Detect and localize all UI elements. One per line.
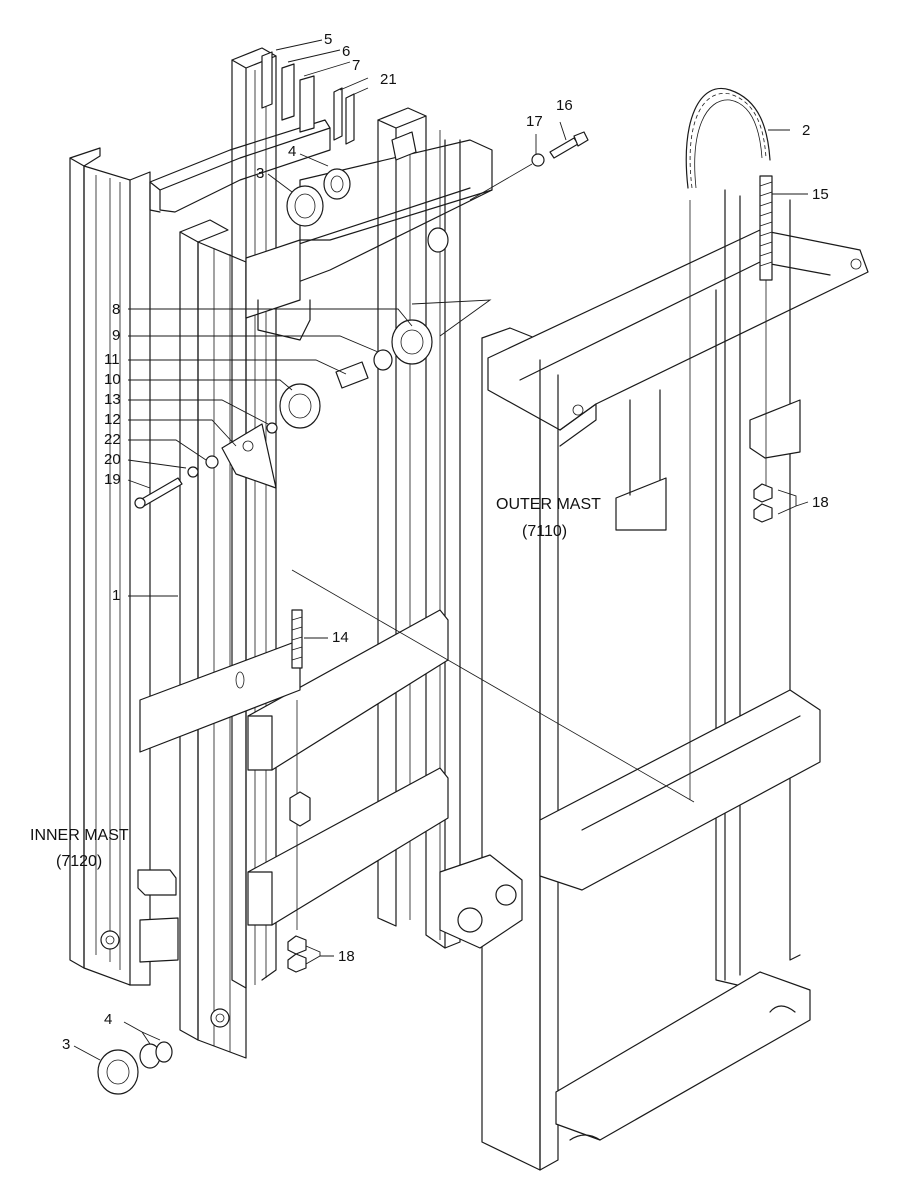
fork-plates [139,609,449,926]
lift-chain [685,87,771,189]
callout-18-upper: 18 [812,494,829,511]
mount-bolt [469,131,589,201]
inner-mast-left-rail [69,147,179,986]
callout-21: 21 [380,71,397,88]
outer-mast-frame [439,189,869,1171]
outer-mast-title: OUTER MAST [496,496,601,513]
callout-14: 14 [332,629,349,646]
section-labels: OUTER MAST (7110) INNER MAST (7120) [30,496,601,870]
callout-22: 22 [104,431,121,448]
carriage-frame [179,139,493,1059]
callout-2: 2 [802,122,810,139]
callout-4-lower: 4 [104,1011,112,1028]
chain-guard-bracket [134,423,277,509]
chain-sheaves [266,319,433,434]
upper-rollers [286,131,449,253]
callout-19: 19 [104,471,121,488]
inner-mast-crossmember [149,119,331,213]
inner-mast-right-rail [231,47,277,989]
callout-18-lower: 18 [338,948,355,965]
callout-13: 13 [104,391,121,408]
callout-7: 7 [352,57,360,74]
callout-3-upper: 3 [256,165,264,182]
inner-mast-title: INNER MAST [30,827,129,844]
chain-anchor-bolt [759,175,773,500]
callout-10: 10 [104,371,121,388]
lower-rollers [97,1041,173,1095]
callout-20: 20 [104,451,121,468]
assembly-guide-line [291,569,695,803]
callout-16: 16 [556,97,573,114]
callout-4-upper: 4 [288,143,296,160]
leader-lines [73,39,809,1061]
callout-8: 8 [112,301,120,318]
inner-mast-code: (7120) [56,853,102,870]
callout-15: 15 [812,186,829,203]
callout-6: 6 [342,43,350,60]
lock-nuts-upper [753,483,773,523]
cylinder-stud [289,609,311,827]
callout-9: 9 [112,327,120,344]
callout-labels: 5 6 7 21 4 3 16 17 2 15 8 9 11 10 13 12 … [62,31,829,1053]
callout-1: 1 [112,587,120,604]
callout-17: 17 [526,113,543,130]
callout-3-lower: 3 [62,1036,70,1053]
callout-5: 5 [324,31,332,48]
top-shims [261,51,355,145]
callout-12: 12 [104,411,121,428]
callout-11: 11 [104,351,120,368]
outer-mast-code: (7110) [522,523,567,540]
